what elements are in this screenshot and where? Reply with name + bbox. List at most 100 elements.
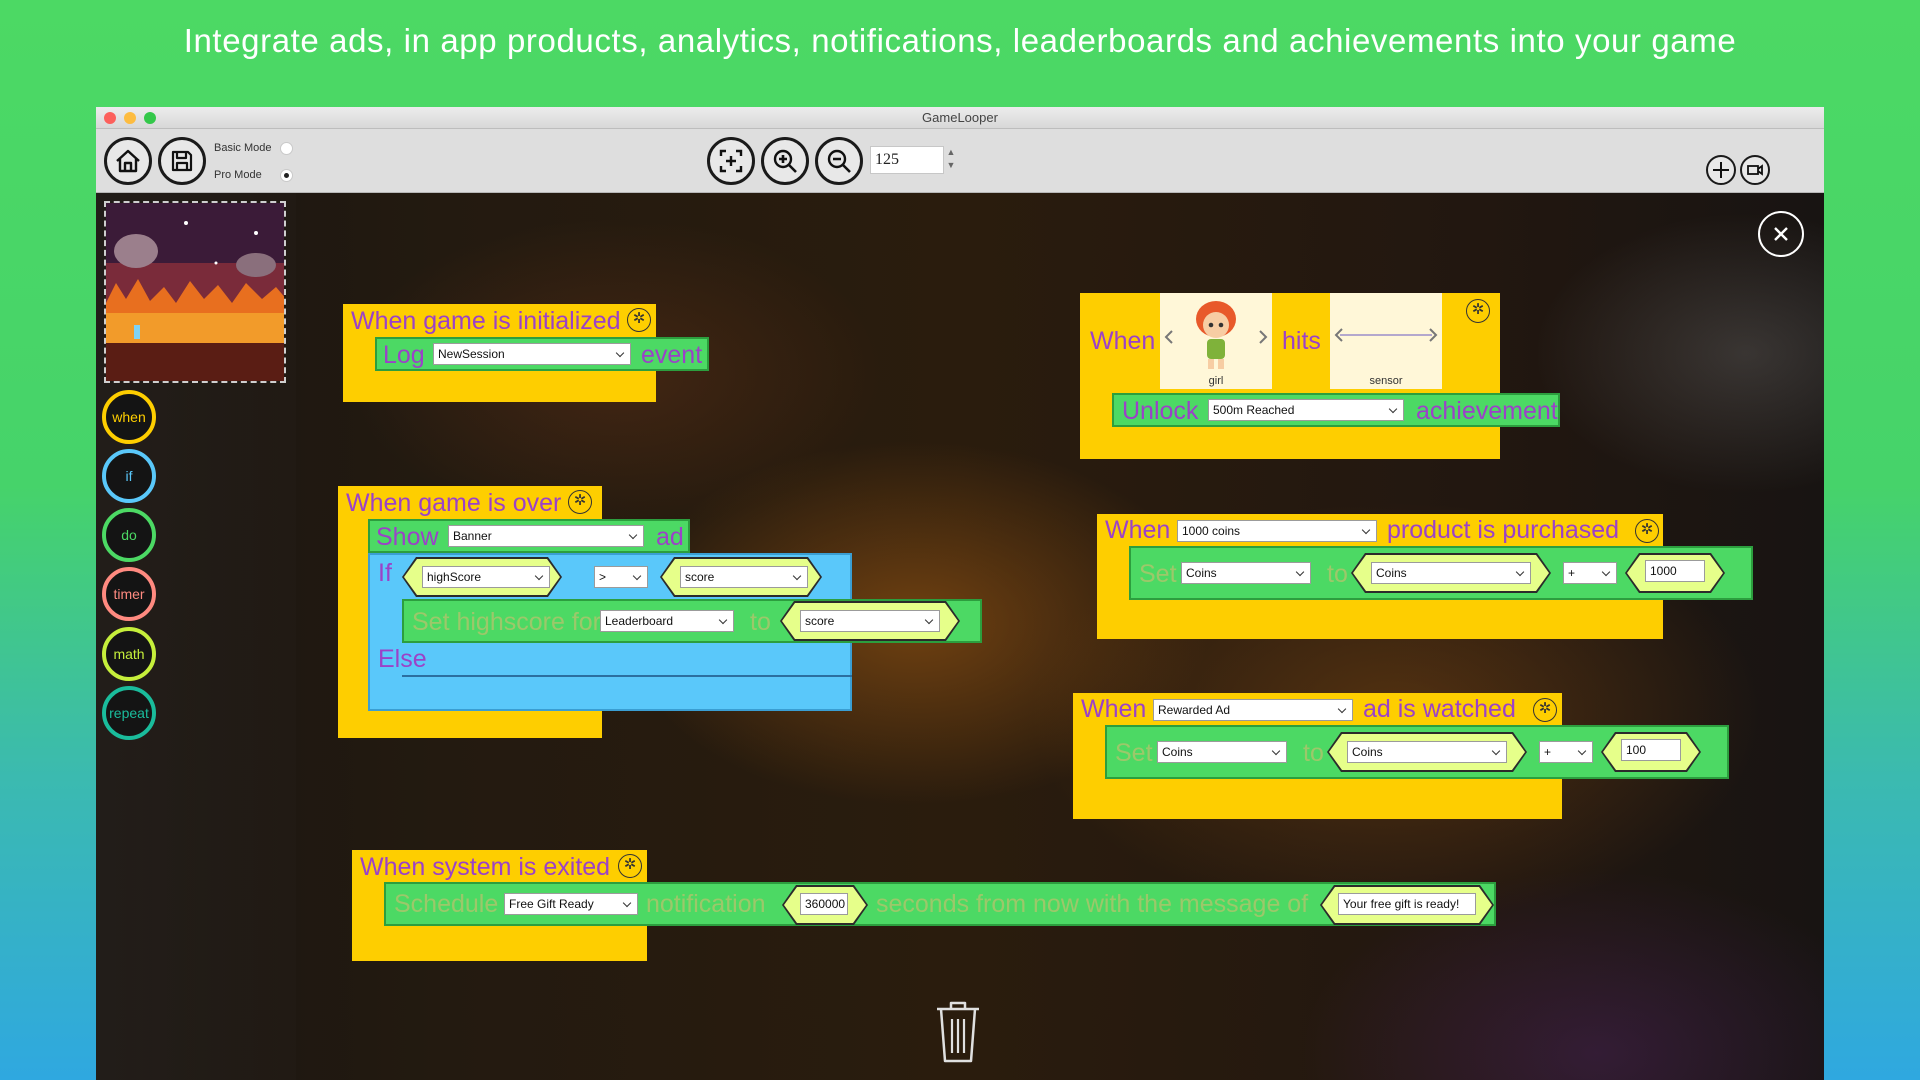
- zoom-out-button[interactable]: [815, 137, 863, 185]
- ad-watched-keyword: ad is watched: [1363, 695, 1516, 723]
- sprite-a-slot[interactable]: girl: [1160, 293, 1272, 389]
- close-icon: [1774, 227, 1788, 241]
- palette-repeat[interactable]: repeat: [102, 686, 156, 740]
- zoom-in-button[interactable]: [761, 137, 809, 185]
- set-variable-select[interactable]: Coins: [1157, 741, 1287, 763]
- set-highscore-keyword: Set highscore for: [412, 608, 601, 636]
- hits-keyword: hits: [1282, 327, 1321, 355]
- set-coins-action[interactable]: Set Coins to Coins + 1000: [1129, 546, 1753, 600]
- highscore-value-select[interactable]: score: [800, 610, 940, 632]
- game-scene-thumbnail: [106, 203, 284, 381]
- log-event-action[interactable]: Log NewSession event: [375, 337, 709, 371]
- pro-mode-radio[interactable]: [280, 169, 293, 182]
- app-window: GameLooper Basic Mode Pro Mode 125 ▲▼: [96, 107, 1824, 1080]
- gear-icon[interactable]: ✲: [1466, 299, 1490, 323]
- expr-operator-select[interactable]: +: [1563, 562, 1617, 584]
- set-keyword: Set: [1139, 560, 1177, 588]
- crosshair-icon: [1713, 162, 1729, 178]
- script-canvas[interactable]: when if do timer math repeat When game i…: [96, 193, 1824, 1080]
- if-right-select[interactable]: score: [680, 566, 808, 588]
- log-event-select[interactable]: NewSession: [433, 343, 631, 365]
- when-keyword: When: [1090, 327, 1156, 355]
- product-select[interactable]: 1000 coins: [1177, 520, 1377, 542]
- sprite-b-label: sensor: [1369, 375, 1403, 387]
- gear-icon[interactable]: ✲: [1533, 698, 1557, 722]
- achievement-keyword: achievement: [1416, 397, 1558, 425]
- toolbar: Basic Mode Pro Mode 125 ▲▼: [96, 129, 1824, 193]
- sensor-sprite: [1334, 328, 1438, 342]
- window-title: GameLooper: [922, 110, 998, 125]
- zoom-window-button[interactable]: [144, 112, 156, 124]
- ad-keyword: ad: [656, 523, 684, 551]
- to-keyword: to: [750, 608, 771, 636]
- unlock-keyword: Unlock: [1122, 397, 1199, 425]
- message-value[interactable]: Your free gift is ready!: [1338, 893, 1476, 915]
- gear-icon[interactable]: ✲: [618, 854, 642, 878]
- seconds-keyword: seconds from now with the message of: [876, 890, 1309, 918]
- trash-icon: [937, 1001, 979, 1063]
- sprite-b-slot[interactable]: sensor: [1330, 293, 1442, 389]
- block-game-over[interactable]: When game is over ✲ Show Banner ad If hi…: [338, 486, 982, 738]
- close-window-button[interactable]: [104, 112, 116, 124]
- block-system-exited[interactable]: When system is exited ✲ Schedule Free Gi…: [352, 850, 1496, 961]
- block-header: When system is exited: [360, 853, 611, 881]
- palette-timer[interactable]: timer: [102, 567, 156, 621]
- home-button[interactable]: [104, 137, 152, 185]
- comparison-operator-select[interactable]: >: [594, 566, 648, 588]
- minimize-window-button[interactable]: [124, 112, 136, 124]
- to-keyword: to: [1303, 739, 1324, 767]
- else-keyword: Else: [378, 645, 427, 673]
- gear-icon[interactable]: ✲: [568, 490, 592, 514]
- leaderboard-select[interactable]: Leaderboard: [600, 610, 734, 632]
- set-keyword: Set: [1115, 739, 1153, 767]
- set-highscore-action[interactable]: Set highscore for Leaderboard to score: [402, 599, 982, 643]
- expr-number-value[interactable]: 1000: [1645, 560, 1705, 582]
- video-camera-icon: [1747, 164, 1763, 176]
- if-left-select[interactable]: highScore: [422, 566, 550, 588]
- set-variable-select[interactable]: Coins: [1181, 562, 1311, 584]
- block-collision[interactable]: When girl hits: [1080, 293, 1560, 459]
- expr-number-value[interactable]: 100: [1621, 739, 1681, 761]
- save-icon: [171, 150, 193, 172]
- palette-do[interactable]: do: [102, 508, 156, 562]
- block-product-purchased[interactable]: When 1000 coins product is purchased ✲ S…: [1097, 514, 1753, 639]
- when-keyword: When: [1081, 695, 1147, 723]
- trash-can[interactable]: [933, 999, 983, 1065]
- expr-operator-select[interactable]: +: [1539, 741, 1593, 763]
- else-divider: [402, 675, 852, 677]
- sprite-a-label: girl: [1208, 375, 1224, 387]
- if-condition-block[interactable]: If highScore > score Set highscore for L…: [368, 553, 982, 711]
- notification-select[interactable]: Free Gift Ready: [504, 893, 638, 915]
- unlock-achievement-action[interactable]: Unlock 500m Reached achievement: [1112, 393, 1560, 427]
- palette-math[interactable]: math: [102, 627, 156, 681]
- fit-to-screen-button[interactable]: [707, 137, 755, 185]
- save-button[interactable]: [158, 137, 206, 185]
- record-video-button[interactable]: [1740, 155, 1770, 185]
- palette-if[interactable]: if: [102, 449, 156, 503]
- block-game-initialized[interactable]: When game is initialized ✲ Log NewSessio…: [343, 304, 709, 402]
- block-header: When game is over: [346, 489, 562, 517]
- ad-select[interactable]: Rewarded Ad: [1153, 699, 1353, 721]
- basic-mode-radio[interactable]: [280, 142, 293, 155]
- achievement-select[interactable]: 500m Reached: [1208, 399, 1404, 421]
- gear-icon[interactable]: ✲: [627, 308, 651, 332]
- show-ad-action[interactable]: Show Banner ad: [368, 519, 690, 553]
- zoom-stepper[interactable]: ▲▼: [946, 147, 956, 170]
- set-coins-action[interactable]: Set Coins to Coins + 100: [1105, 725, 1729, 779]
- zoom-level-field[interactable]: 125: [870, 146, 944, 174]
- headline: Integrate ads, in app products, analytic…: [183, 22, 1737, 59]
- expr-variable-select[interactable]: Coins: [1371, 562, 1531, 584]
- palette-when[interactable]: when: [102, 390, 156, 444]
- add-sprite-button[interactable]: [1706, 155, 1736, 185]
- pro-mode-label: Pro Mode: [214, 169, 262, 181]
- ad-type-select[interactable]: Banner: [448, 525, 644, 547]
- block-header: When game is initialized: [351, 307, 621, 335]
- scene-preview[interactable]: [104, 201, 286, 383]
- expr-variable-select[interactable]: Coins: [1347, 741, 1507, 763]
- block-ad-watched[interactable]: When Rewarded Ad ad is watched ✲ Set Coi…: [1073, 693, 1729, 819]
- schedule-notification-action[interactable]: Schedule Free Gift Ready notification 36…: [384, 882, 1496, 926]
- log-keyword: Log: [383, 341, 425, 369]
- gear-icon[interactable]: ✲: [1635, 519, 1659, 543]
- seconds-value[interactable]: 360000: [800, 893, 848, 915]
- close-button[interactable]: [1758, 211, 1804, 257]
